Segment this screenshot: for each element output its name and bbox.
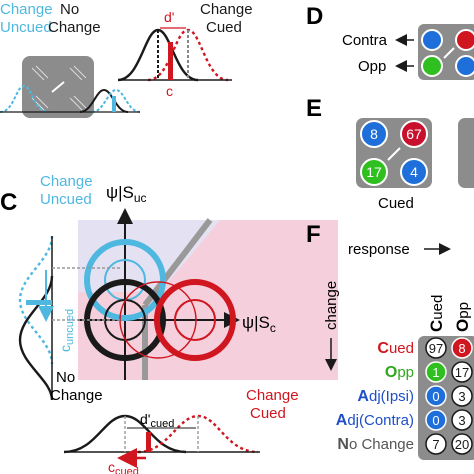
- e-dot-value-3: 4: [410, 164, 418, 180]
- cued-caption: Cued: [378, 195, 414, 212]
- uncued-small-distribution: [0, 84, 49, 113]
- d-prime-label: d': [164, 9, 174, 25]
- c-uncued-bar: [26, 300, 52, 305]
- contra-dot: [421, 29, 443, 51]
- matrix-row-label-2: Adj(Ipsi): [357, 388, 414, 405]
- matrix-value-2-0: 0: [432, 389, 439, 404]
- change-axis-label: change: [323, 281, 340, 330]
- panel-e-display-2: [458, 118, 474, 188]
- panel-e: E 8 67 17 4 Cued: [306, 95, 474, 212]
- matrix-value-1-1: 17: [455, 365, 469, 380]
- e-dot-value-2: 17: [366, 164, 382, 180]
- change-cued-label-1: Change: [200, 1, 253, 18]
- matrix-cell-1-1: [451, 361, 473, 383]
- c-cued-label: ccued: [108, 459, 139, 474]
- matrix-row-label-3: Adj(Contra): [336, 412, 414, 429]
- no-change-marginal: [18, 275, 54, 401]
- c-no-change-2: Change: [50, 387, 103, 404]
- e-dot-1: [400, 120, 428, 148]
- panel-c: C Change Uncued ψ|Suc ψ|Sc cuncued No Ch…: [0, 173, 338, 474]
- panel-c-label: C: [0, 189, 17, 216]
- small-uncued-dist: [91, 88, 141, 113]
- d-cue-arrow: [443, 47, 455, 59]
- cued-circle: [154, 279, 236, 361]
- matrix-value-4-0: 7: [432, 437, 439, 452]
- opp-dot: [421, 55, 443, 77]
- matrix-cell-0-0: [425, 337, 447, 359]
- criterion-bar: [168, 42, 173, 80]
- matrix-row-label-4: No Change: [337, 436, 414, 453]
- e-cue-arrow: [387, 147, 401, 161]
- panel-f-label: F: [306, 221, 321, 248]
- matrix-value-0-0: 97: [429, 341, 443, 356]
- small-criterion: [112, 96, 116, 112]
- matrix-cell-2-1: [451, 385, 473, 407]
- matrix-cell-3-0: [425, 409, 447, 431]
- response-label: response: [348, 241, 410, 258]
- c-change-cued-1: Change: [246, 387, 299, 404]
- y-axis-label: ψ|Suc: [106, 183, 147, 205]
- cued-dot: [455, 29, 474, 51]
- c-no-change-1: No: [56, 369, 75, 386]
- matrix-columns: Cued Opp: [427, 295, 472, 332]
- matrix-cell-4-1: [451, 433, 473, 455]
- panel-d-label: D: [306, 3, 323, 30]
- matrix-cell-3-1: [451, 409, 473, 431]
- e-dot-value-1: 67: [406, 126, 422, 142]
- uncued-region: [78, 220, 220, 292]
- x-axis-label: ψ|Sc: [242, 313, 276, 335]
- uncued-circle: [84, 239, 166, 321]
- e-dot-value-0: 8: [370, 126, 378, 142]
- matrix-row-label-0: Cued: [377, 340, 414, 357]
- matrix-cell-4-0: [425, 433, 447, 455]
- uncued-marginal: [18, 235, 54, 365]
- c-uncued-label: cuncued: [57, 309, 76, 352]
- change-uncued-label-1: Change: [0, 1, 53, 18]
- decision-boundary-diag: [142, 218, 213, 307]
- matrix-col-header-1: Opp: [453, 302, 472, 332]
- criterion-label: c: [166, 83, 173, 99]
- small-no-change-dist: [79, 88, 129, 113]
- matrix-value-3-0: 0: [432, 413, 439, 428]
- panel-b-top: Change Uncued No Change Change Cued d' c: [0, 1, 253, 118]
- c-change-cued-2: Cued: [250, 405, 286, 422]
- change-uncued-label-2: Uncued: [0, 19, 52, 36]
- e-dot-0: [360, 120, 388, 148]
- c-change-uncued-2: Uncued: [40, 191, 92, 208]
- matrix-value-3-1: 3: [458, 413, 465, 428]
- matrix-row-label-1: Opp: [385, 364, 414, 381]
- no-change-label-2: Change: [48, 19, 101, 36]
- c-change-uncued-1: Change: [40, 173, 93, 190]
- panel-e-label: E: [306, 95, 322, 122]
- matrix-value-0-1: 8: [458, 341, 465, 356]
- matrix-value-2-1: 3: [458, 389, 465, 404]
- e-dot-3: [400, 158, 428, 186]
- matrix-cell-0-1: [451, 337, 473, 359]
- panel-e-dots: 8 67 17 4: [360, 120, 428, 186]
- change-cued-label-2: Cued: [206, 19, 242, 36]
- matrix-cell-2-0: [425, 385, 447, 407]
- panel-d: D Contra Opp: [306, 3, 474, 80]
- gabor-patches: [31, 65, 87, 111]
- no-change-label-1: No: [60, 1, 79, 18]
- matrix-value-4-1: 20: [455, 437, 469, 452]
- matrix-value-1-0: 1: [432, 365, 439, 380]
- d-cued-label: d'cued: [140, 411, 174, 430]
- c-cued-bar: [146, 432, 151, 452]
- cued-inner: [174, 299, 216, 341]
- cue-arrow: [51, 81, 65, 93]
- contra-label: Contra: [342, 32, 388, 49]
- matrix-cell-1-0: [425, 361, 447, 383]
- e-dot-2: [360, 158, 388, 186]
- opp-label: Opp: [358, 58, 386, 75]
- matrix-col-header-0: Cued: [427, 295, 446, 332]
- ipsi-dot: [455, 55, 474, 77]
